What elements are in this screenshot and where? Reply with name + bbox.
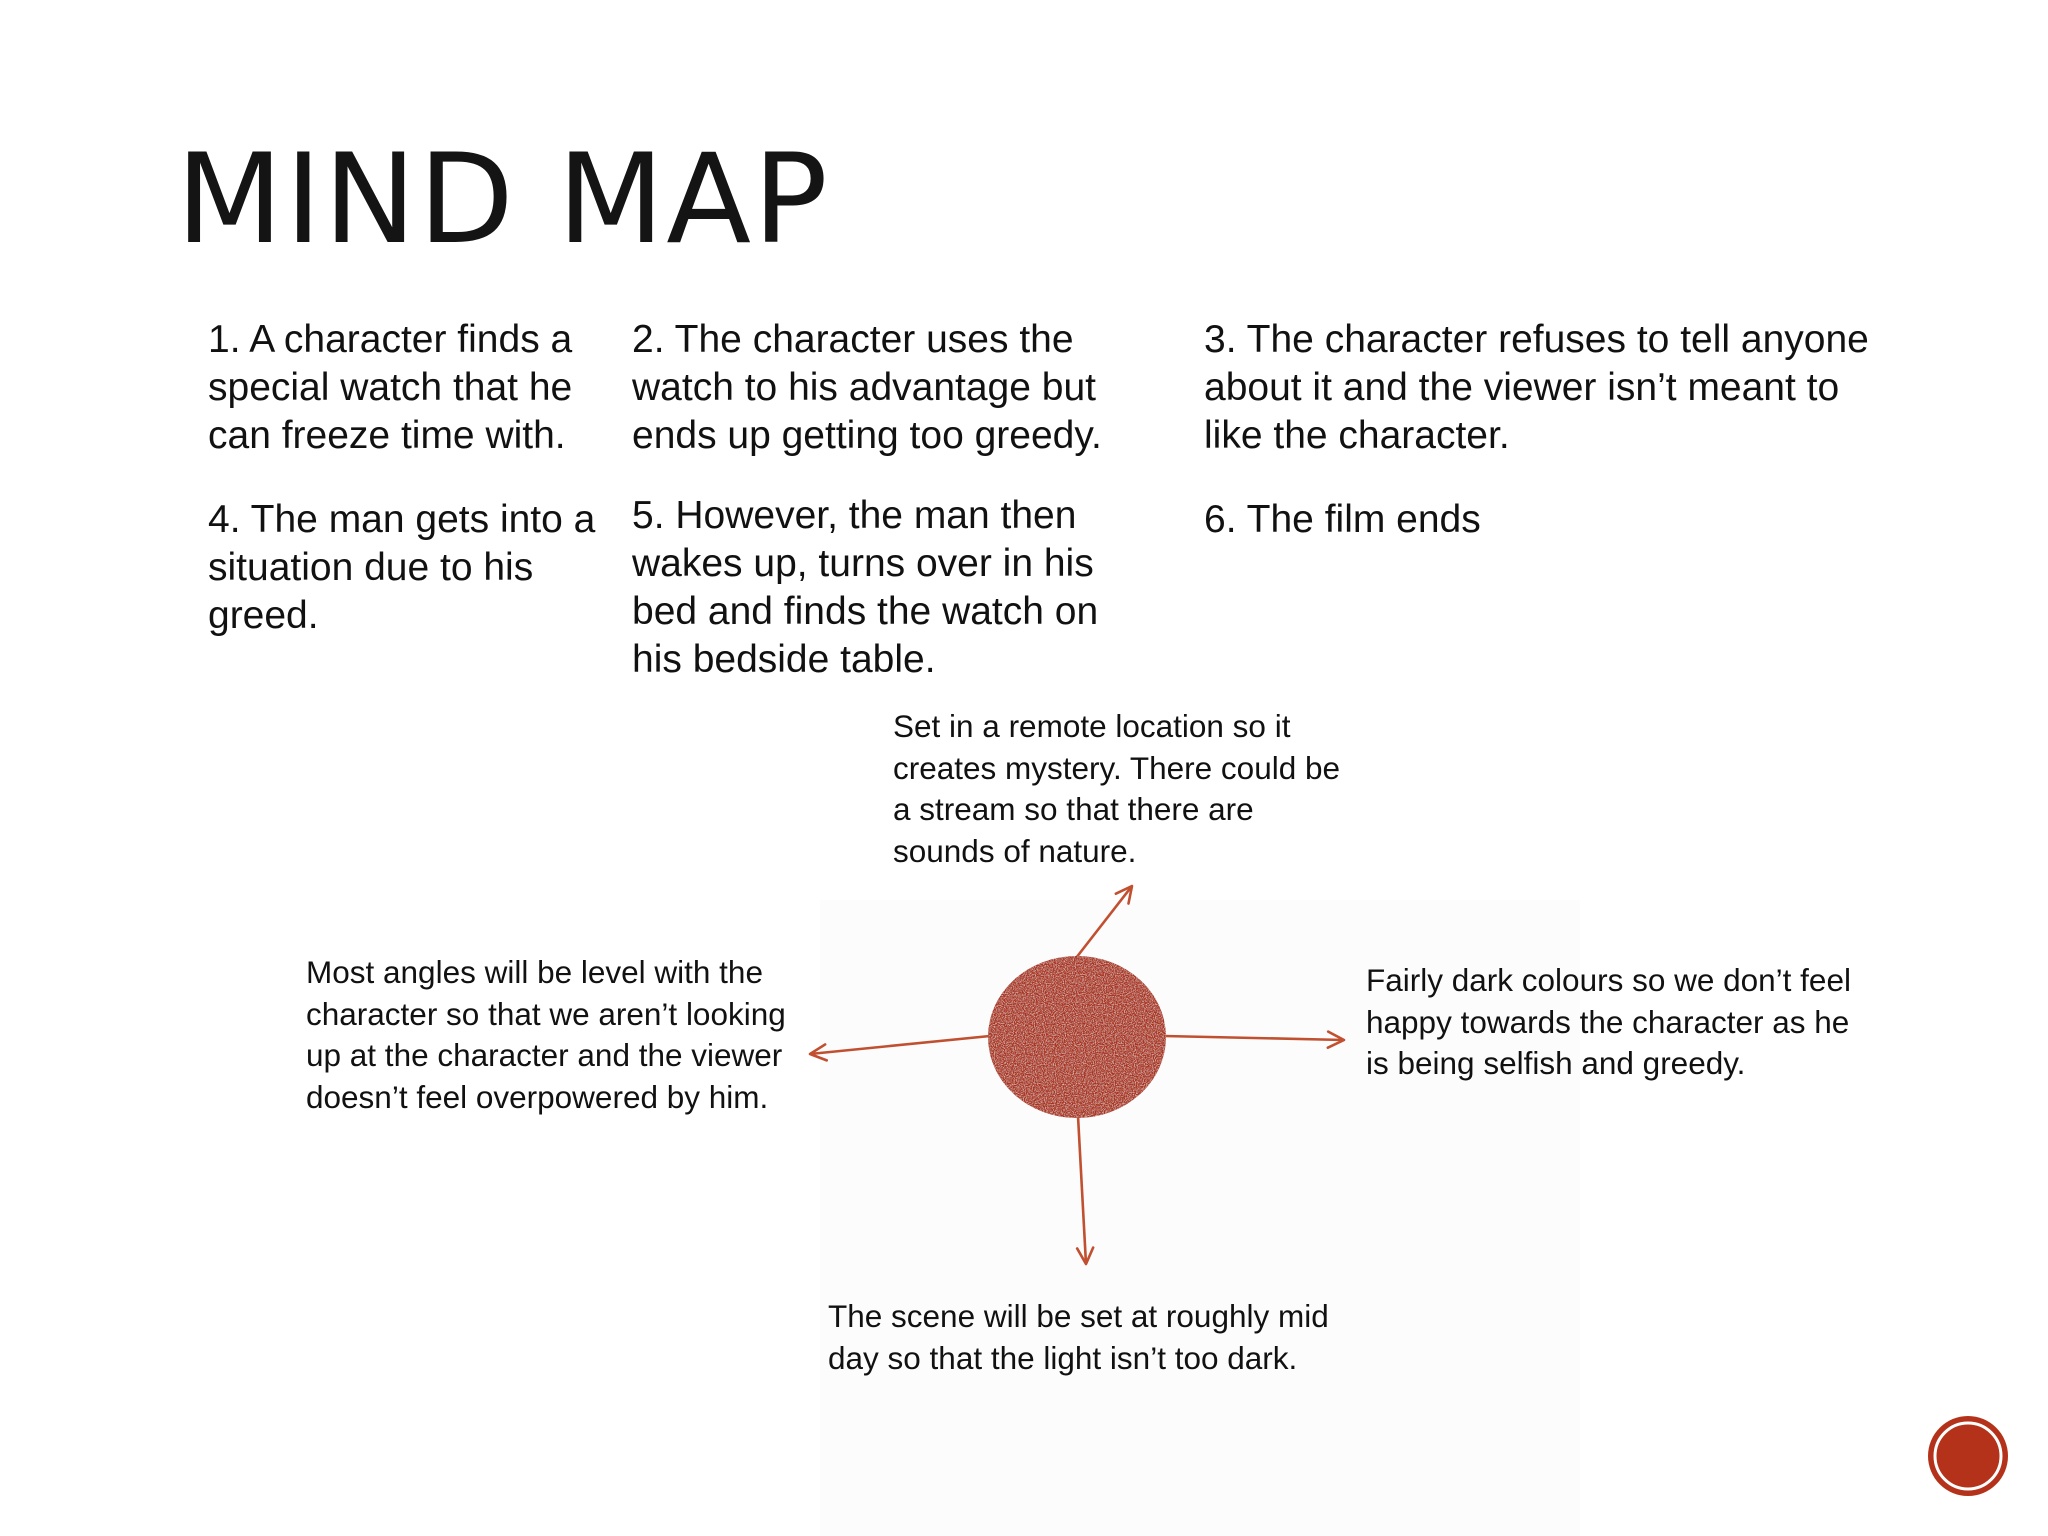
step-5: 5. However, the man then wakes up, turns… <box>632 494 1099 681</box>
arrow-right <box>1163 1030 1346 1049</box>
arrow-top <box>1074 884 1134 959</box>
diagram-background <box>820 900 1580 1536</box>
step-2: 2. The character uses the watch to his a… <box>632 318 1102 457</box>
step-6: 6. The film ends <box>1204 498 1481 541</box>
note-left-camera-angles: Most angles will be level with the chara… <box>306 954 786 1115</box>
note-right-colours: Fairly dark colours so we don’t feel hap… <box>1366 962 1851 1081</box>
arrow-bottom <box>1075 1115 1095 1266</box>
center-node-icon <box>988 956 1166 1118</box>
arrow-left <box>808 1034 991 1062</box>
circle-button-icon[interactable] <box>1926 1414 2010 1498</box>
step-3: 3. The character refuses to tell anyone … <box>1204 318 1869 457</box>
note-bottom-time-of-day: The scene will be set at roughly mid day… <box>828 1298 1329 1376</box>
slide-title: MIND MAP <box>176 128 830 272</box>
step-4: 4. The man gets into a situation due to … <box>208 498 596 637</box>
note-top-setting: Set in a remote location so it creates m… <box>893 708 1341 869</box>
step-1: 1. A character finds a special watch tha… <box>208 318 573 457</box>
